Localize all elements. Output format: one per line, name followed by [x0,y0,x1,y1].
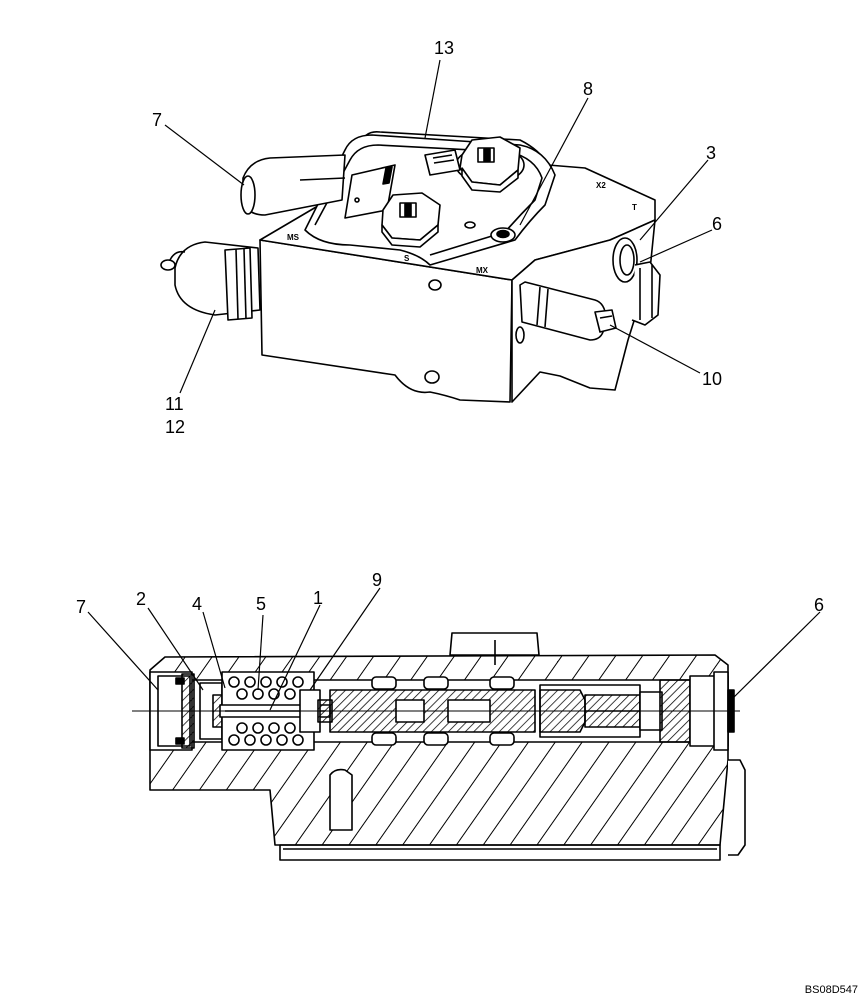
valve-body-front-face [259,239,513,403]
port-label-s: S [404,254,410,263]
callout-5: 5 [256,594,266,614]
callout-6-section: 6 [814,595,824,615]
callout-11: 11 [165,394,184,414]
hex-plug-front [381,192,441,248]
callout-7-iso: 7 [152,110,162,130]
callout-1: 1 [313,588,323,608]
iso-leader-lines [164,59,713,394]
mounting-hole-lower [424,370,440,384]
callout-3: 3 [706,143,716,163]
drain-cavity [329,768,353,831]
port-label-mx: MX [476,266,489,275]
callout-6-iso: 6 [712,214,722,234]
reference-code: BS08D547 [804,984,858,996]
callout-8: 8 [583,79,593,99]
port-label-ms: MS [287,233,300,242]
callout-10: 10 [702,369,722,389]
callout-4: 4 [192,594,202,614]
left-solenoid-cap [160,241,261,321]
callout-2: 2 [136,589,146,609]
port-label-x2: X2 [596,181,606,190]
valve-section-view [132,632,746,861]
callout-9: 9 [372,570,382,590]
callout-13: 13 [434,38,454,58]
right-end-cap [612,237,661,326]
port-label-t: T [632,203,637,212]
base-flange [279,844,721,861]
callout-7-section: 7 [76,597,86,617]
section-leader-lines [87,587,821,711]
rear-end-cap [240,154,346,216]
top-connector [424,149,461,176]
callout-12: 12 [165,417,185,437]
hex-plug-rear [455,136,525,193]
valve-isometric-view: MS S MX X2 T [160,130,661,403]
mounting-hole-upper [428,279,442,291]
